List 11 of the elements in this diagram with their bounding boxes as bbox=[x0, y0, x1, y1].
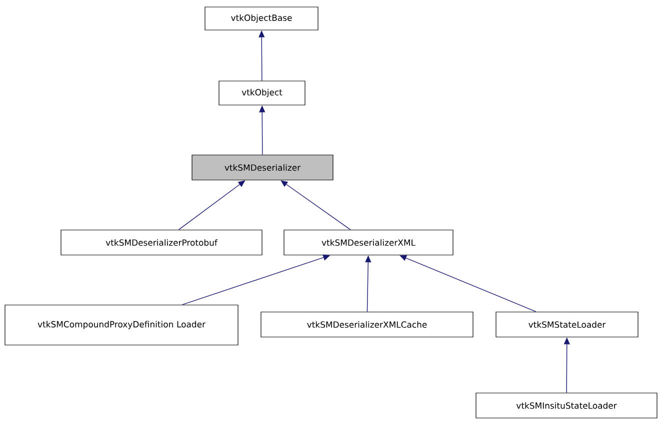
class-box: vtkSMDeserializer bbox=[192, 154, 334, 180]
inheritance-arrow bbox=[280, 180, 351, 230]
class-box: vtkObject bbox=[218, 80, 306, 106]
class-box: vtkSMDeserializerXML bbox=[284, 230, 454, 256]
class-box: vtkSMDeserializerProtobuf bbox=[60, 230, 262, 256]
class-box: vtkSMDeserializerXMLCache bbox=[260, 312, 474, 338]
class-box: vtkSMCompoundProxyDefinition Loader bbox=[4, 304, 238, 346]
class-box: vtkObjectBase bbox=[204, 6, 318, 30]
class-box: vtkSMStateLoader bbox=[496, 312, 638, 338]
inheritance-arrow bbox=[400, 255, 536, 312]
class-box: vtkSMInsituStateLoader bbox=[476, 392, 658, 418]
